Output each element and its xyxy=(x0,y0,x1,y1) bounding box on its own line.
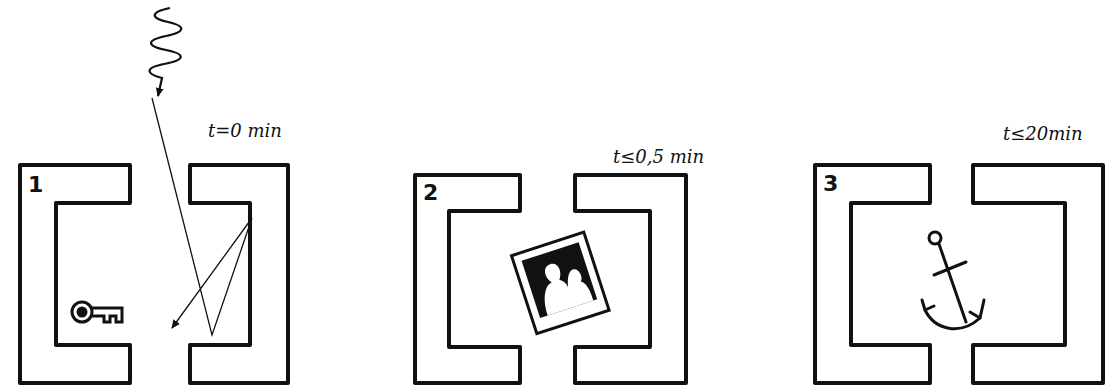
key-icon xyxy=(72,302,122,322)
mirror-bracket xyxy=(20,165,130,383)
mirror-bracket xyxy=(973,165,1103,383)
mirror-bracket xyxy=(815,165,930,383)
mirror-bracket xyxy=(575,175,686,383)
time-label: t≤0,5 min xyxy=(613,148,704,166)
cavity-outline xyxy=(413,148,688,385)
cavity-panel: 3 t≤20min xyxy=(813,125,1105,385)
wave-arrow xyxy=(150,8,182,96)
cavity-outline xyxy=(18,122,290,385)
panel-number: 2 xyxy=(423,182,438,204)
panel-number: 1 xyxy=(28,174,43,196)
mirror-bracket xyxy=(415,175,520,383)
cavity-panel: 1 t=0 min xyxy=(18,122,290,385)
time-label: t=0 min xyxy=(208,122,282,140)
panel-number: 3 xyxy=(823,173,838,195)
anchor-icon xyxy=(922,232,984,329)
cavity-outline xyxy=(813,125,1105,385)
mirror-bracket xyxy=(190,165,288,383)
time-label: t≤20min xyxy=(1003,125,1083,143)
cavity-panel: 2t≤0,5 min xyxy=(413,148,688,385)
photo-icon xyxy=(511,232,609,333)
